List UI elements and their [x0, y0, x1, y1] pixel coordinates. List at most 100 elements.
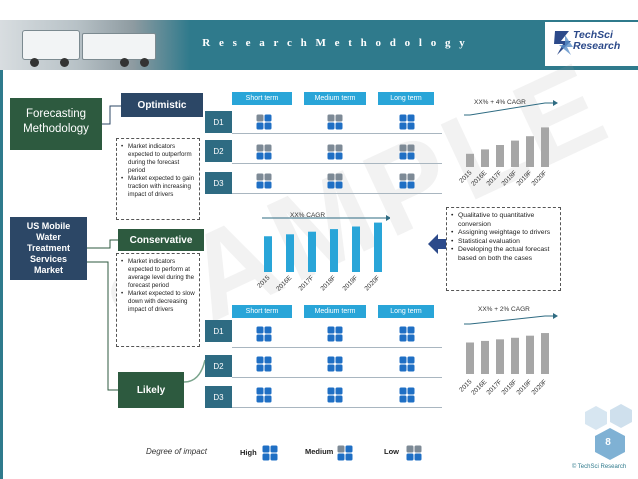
impact-cell: [262, 445, 270, 453]
impact-cell: [407, 395, 415, 403]
legend-low-icon: [406, 445, 422, 461]
methodology-bullets: Qualitative to quantitative conversion A…: [446, 207, 561, 291]
impact-cell: [256, 334, 264, 342]
bullet-item: Assigning weightage to drivers: [451, 229, 556, 238]
impact-cell: [264, 387, 272, 395]
chart-tick-label: 2020F: [363, 274, 381, 292]
impact-cell: [335, 334, 343, 342]
impact-cell: [327, 144, 335, 152]
techsci-logo-icon: [554, 31, 573, 55]
chart-tick-label: 2019F: [515, 169, 533, 187]
chart-bar: [374, 222, 382, 272]
term-medium-bottom: Medium term: [304, 305, 366, 318]
impact-icon: [327, 356, 343, 372]
impact-cell: [407, 387, 415, 395]
chart-title: XX% + 4% CAGR: [474, 99, 526, 106]
driver-label-d1: D1: [205, 111, 232, 133]
chart-bar: [352, 226, 360, 272]
market-line: US Mobile: [26, 221, 71, 231]
optimistic-bullets: Market indicators expected to outperform…: [116, 138, 200, 220]
impact-cell: [327, 152, 335, 160]
impact-cell: [345, 453, 353, 461]
impact-icon: [327, 144, 343, 160]
row-divider: [232, 347, 442, 348]
term-short-top: Short term: [232, 92, 292, 105]
impact-cell: [399, 334, 407, 342]
logo-box: [545, 22, 638, 66]
impact-cell: [264, 364, 272, 372]
chart-tick-label: 2016E: [470, 378, 489, 397]
top-bar: [0, 0, 638, 20]
impact-cell: [399, 364, 407, 372]
impact-cell: [256, 144, 264, 152]
impact-cell: [264, 326, 272, 334]
impact-icon: [327, 326, 343, 342]
impact-cell: [256, 395, 264, 403]
market-line: Treatment: [26, 243, 70, 253]
impact-cell: [399, 173, 407, 181]
impact-cell: [335, 144, 343, 152]
driver-label-d3: D3: [205, 172, 232, 194]
chart-bar: [466, 342, 474, 374]
chart-tick-label: 2020F: [530, 378, 548, 396]
impact-cell: [327, 364, 335, 372]
impact-icon: [399, 144, 415, 160]
impact-cell: [264, 152, 272, 160]
row-divider: [232, 407, 442, 408]
bullet-item: Market indicators expected to outperform…: [121, 143, 195, 175]
chart-bar: [496, 145, 504, 167]
market-line: Water: [36, 232, 61, 242]
logo-line-1: TechSci: [573, 29, 613, 41]
optimistic-box: Optimistic: [121, 93, 203, 117]
impact-cell: [264, 395, 272, 403]
row-divider: [232, 377, 442, 378]
market-line: Market: [33, 265, 63, 275]
chart-title: XX% + 2% CAGR: [478, 306, 530, 313]
chart-bar: [308, 231, 316, 272]
page-number: 8: [605, 437, 611, 448]
impact-cell: [414, 445, 422, 453]
chart-likely: XX% + 2% CAGR20152016E2017F2018F2019F202…: [458, 306, 558, 397]
impact-cell: [399, 387, 407, 395]
impact-cell: [399, 122, 407, 130]
chart-tick-label: 2018F: [500, 169, 518, 187]
impact-cell: [256, 387, 264, 395]
left-stripe: [0, 70, 3, 479]
impact-cell: [399, 181, 407, 189]
impact-cell: [399, 356, 407, 364]
impact-cell: [327, 356, 335, 364]
impact-cell: [335, 122, 343, 130]
logo-text: TechSci Research: [573, 30, 620, 52]
impact-cell: [345, 445, 353, 453]
chart-trend-arrowhead: [553, 100, 558, 106]
impact-icon: [399, 173, 415, 189]
bullet-item: Market expected to gain traction with in…: [121, 175, 195, 199]
impact-icon: [399, 387, 415, 403]
forecasting-line-2: Methodology: [23, 123, 89, 135]
impact-cell: [270, 445, 278, 453]
chart-bar: [541, 127, 549, 167]
header-photo: [0, 20, 190, 70]
driver-label-d1: D1: [205, 320, 232, 342]
impact-icon: [256, 173, 272, 189]
impact-cell: [414, 453, 422, 461]
chart-bar: [496, 339, 504, 374]
impact-cell: [399, 114, 407, 122]
impact-cell: [256, 114, 264, 122]
impact-icon: [256, 387, 272, 403]
driver-label-d3: D3: [205, 386, 232, 408]
likely-box: Likely: [118, 372, 184, 408]
chart-tick-label: 2015: [256, 274, 271, 289]
market-box: US Mobile Water Treatment Services Marke…: [10, 217, 87, 280]
impact-cell: [327, 173, 335, 181]
legend-title: Degree of impact: [146, 447, 207, 456]
impact-cell: [264, 114, 272, 122]
impact-cell: [335, 356, 343, 364]
bullet-item: Market indicators expected to perform at…: [121, 258, 195, 290]
impact-icon: [399, 114, 415, 130]
impact-cell: [406, 453, 414, 461]
chart-bar: [330, 229, 338, 272]
impact-cell: [264, 181, 272, 189]
impact-cell: [399, 152, 407, 160]
